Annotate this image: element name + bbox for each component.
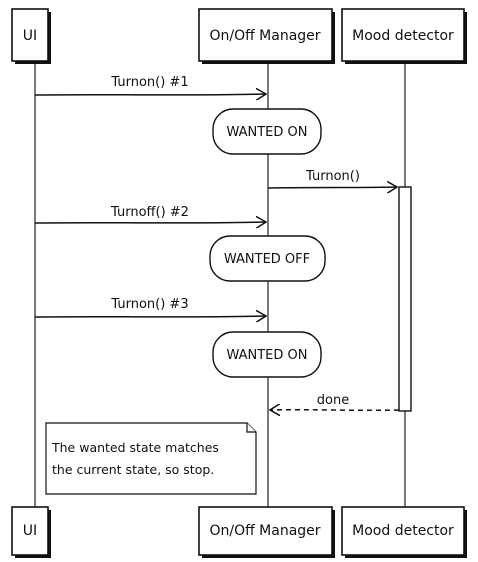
message-turnon-forward-label: Turnon() [305,169,360,184]
participant-mood-detector-top: Mood detector [341,8,467,64]
state-wanted-on-1-label: WANTED ON [226,125,307,140]
participant-ui-top: UI [11,8,51,64]
message-turnon-3: Turnon() #3 [34,297,266,317]
message-done: done [270,393,400,410]
message-turnon-3-label: Turnon() #3 [110,297,188,312]
participant-ui-label: UI [23,28,37,44]
state-wanted-on-1: WANTED ON [212,108,322,155]
participant-manager-label: On/Off Manager [209,28,320,44]
message-turnon-1: Turnon() #1 [34,75,266,95]
note-box: The wanted state matches the current sta… [45,422,257,495]
note-line-2: the current state, so stop. [52,462,214,477]
state-wanted-on-2-label: WANTED ON [226,348,307,363]
participant-manager-bottom-label: On/Off Manager [209,523,320,539]
mood-detector-activation-bar [398,186,412,412]
participant-manager-top: On/Off Manager [198,8,335,64]
message-turnon-forward: Turnon() [267,169,397,188]
participant-ui-bottom-label: UI [23,523,37,539]
message-turnon-1-label: Turnon() #1 [110,75,188,90]
participant-ui-bottom: UI [11,506,51,558]
participant-mood-detector-label: Mood detector [352,28,454,44]
state-wanted-off-label: WANTED OFF [224,252,310,267]
state-wanted-off: WANTED OFF [209,235,326,282]
message-turnoff-2: Turnoff() #2 [34,205,266,223]
state-wanted-on-2: WANTED ON [212,331,322,378]
message-done-label: done [317,393,349,408]
message-turnoff-2-label: Turnoff() #2 [110,205,189,220]
participant-mood-detector-bottom: Mood detector [341,506,467,558]
participant-manager-bottom: On/Off Manager [198,506,335,558]
note-line-1: The wanted state matches [51,440,219,455]
participant-mood-detector-bottom-label: Mood detector [352,523,454,539]
